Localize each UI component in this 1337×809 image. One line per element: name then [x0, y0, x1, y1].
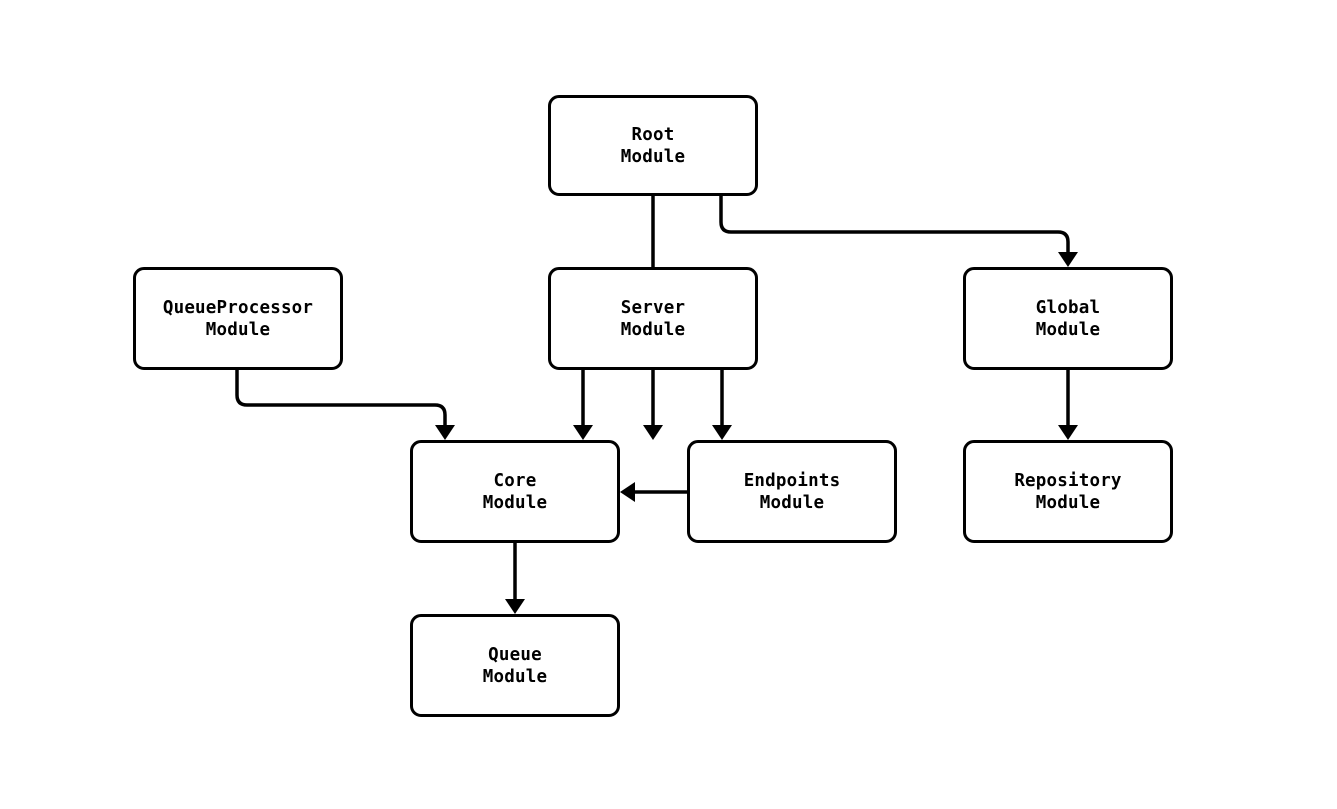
arrowhead-server-to-endpoints	[712, 425, 732, 440]
edge-root-to-global	[719, 196, 1070, 252]
node-label-secondary: Module	[620, 319, 686, 340]
arrowhead-core-to-queue	[505, 599, 525, 614]
edge-queueprocessor-to-core	[235, 370, 447, 425]
node-label-secondary: Module	[620, 146, 686, 167]
node-label-secondary: Module	[482, 492, 548, 513]
node-label-secondary: Module	[1035, 492, 1101, 513]
node-label-primary: Core	[493, 470, 537, 491]
node-label-primary: Global	[1035, 297, 1101, 318]
node-label-primary: Queue	[488, 644, 542, 665]
arrowhead-global-to-repository	[1058, 425, 1078, 440]
arrowhead-root-to-server	[643, 425, 663, 440]
node-label-primary: QueueProcessor	[162, 297, 314, 318]
arrowhead-server-to-core	[573, 425, 593, 440]
node-label-secondary: Module	[759, 492, 825, 513]
arrowhead-queueprocessor-to-core	[435, 425, 455, 440]
node-label-primary: Root	[631, 124, 675, 145]
arrowhead-root-to-global	[1058, 252, 1078, 267]
node-label-secondary: Module	[205, 319, 271, 340]
node-label-primary: Endpoints	[743, 470, 841, 491]
node-label-primary: Server	[620, 297, 686, 318]
node-label-secondary: Module	[482, 666, 548, 687]
node-label-secondary: Module	[1035, 319, 1101, 340]
arrowhead-endpoints-to-core	[620, 482, 635, 502]
node-label-primary: Repository	[1014, 470, 1122, 491]
